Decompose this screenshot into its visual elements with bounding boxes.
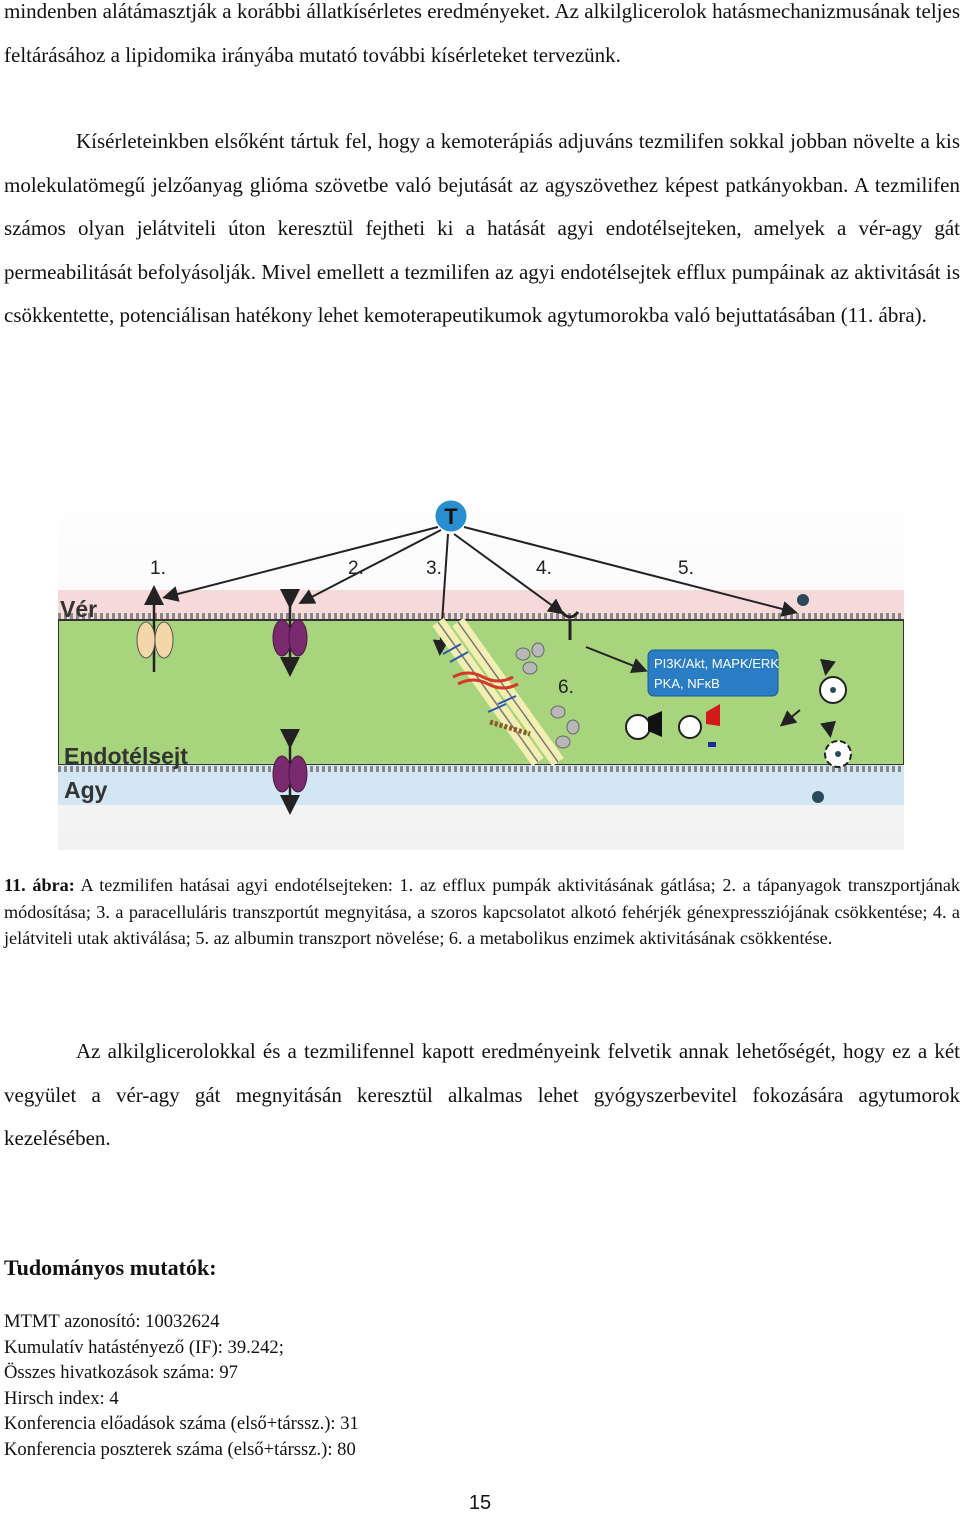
metric-mtmt: MTMT azonosító: 10032624 [4, 1311, 220, 1332]
label-blood: Vér [60, 596, 97, 622]
tesmilifene-circle [432, 497, 470, 535]
figure-11: Vér Endotélsejt Agy T 1. 2. 3. 4. 5. 6. [57, 472, 905, 850]
metabolic-enzymes [515, 642, 580, 749]
step-label-3: 3. [426, 558, 442, 579]
metrics-list: MTMT azonosító: 10032624 Kumulatív hatás… [4, 1309, 359, 1463]
step-label-4: 4. [536, 558, 552, 579]
step-label-6: 6. [558, 677, 574, 698]
metric-posters: Konferencia poszterek száma (első+társsz… [4, 1438, 356, 1460]
transporter-brain [272, 729, 308, 815]
metric-citations: Összes hivatkozások száma: 97 [4, 1362, 238, 1384]
paragraph-continued: mindenben alátámasztják a korábbi állatk… [4, 0, 960, 67]
paragraph-conclusion-text: Az alkilglicerolokkal és a tezmilifennel… [4, 1039, 960, 1151]
step-label-1: 1. [150, 558, 166, 579]
tesmilifene-label: T [444, 504, 458, 529]
figure-caption: 11. ábra: A tezmilifen hatásai agyi endo… [4, 872, 960, 952]
transporter-2 [272, 589, 308, 677]
arrow-2 [298, 529, 442, 604]
paragraph-conclusion: Az alkilglicerolokkal és a tezmilifennel… [4, 1030, 960, 1161]
albumin-vesicles [779, 594, 852, 803]
receptor-4 [560, 611, 580, 640]
metric-impact-factor: Kumulatív hatástényező (IF): 39.242; [4, 1336, 284, 1358]
arrow-receptor-pathway [585, 646, 648, 674]
pathway-box [647, 649, 779, 697]
arrow-5 [463, 526, 798, 617]
label-endothelium: Endotélsejt [64, 743, 188, 769]
paragraph-results: Kísérleteinkben elsőként tártuk fel, hog… [4, 120, 960, 338]
signal-effectors [625, 704, 720, 747]
metric-talks: Konferencia előadások száma (első+társsz… [4, 1413, 359, 1435]
pathway-box-line1: PI3K/Akt, MAPK/ERK [654, 656, 779, 671]
arrow-1 [162, 526, 439, 602]
step-label-5: 5. [678, 558, 694, 579]
step-label-2: 2. [348, 558, 364, 579]
bbb-diagram: Vér Endotélsejt Agy T 1. 2. 3. 4. 5. 6. [57, 472, 905, 850]
caption-label: 11. ábra: [4, 875, 75, 895]
efflux-pump-1 [136, 585, 174, 672]
metric-hirsch: Hirsch index: 4 [4, 1387, 119, 1409]
arrow-4 [453, 533, 565, 615]
page-number: 15 [468, 1492, 492, 1514]
label-brain: Agy [64, 777, 108, 803]
pathway-box-line2: PKA, NFκB [654, 676, 720, 691]
paragraph-results-text: Kísérleteinkben elsőként tártuk fel, hog… [4, 129, 960, 328]
tight-junction [432, 617, 564, 767]
caption-text: A tezmilifen hatásai agyi endotélsejteke… [4, 875, 960, 948]
section-heading: Tudományos mutatók: [4, 1255, 217, 1280]
